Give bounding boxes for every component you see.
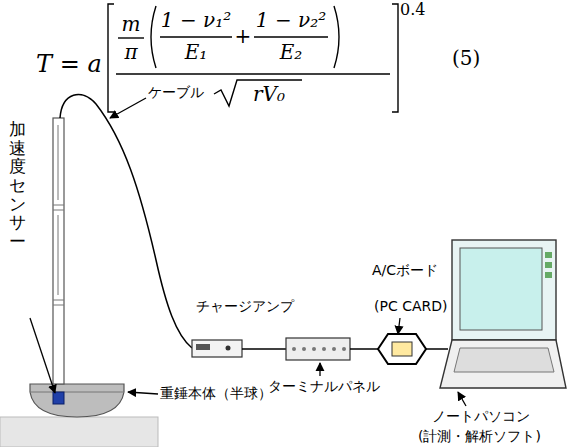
pc-card — [378, 334, 426, 364]
formula-term: E₂ — [280, 40, 303, 64]
cable — [60, 95, 192, 348]
formula-term: rV₀ — [253, 82, 285, 106]
part-label: チャージアンプ — [196, 298, 294, 315]
formula-term: 1 − ν₂² — [256, 8, 326, 32]
part-label: (PC CARD) — [374, 298, 447, 315]
floor-slab — [0, 417, 158, 447]
part-label: (計測・解析ソフト) — [418, 428, 541, 445]
part-label: ノートパソコン — [432, 408, 530, 425]
part-label: 重錘本体（半球） — [160, 385, 272, 402]
charge-amp — [192, 340, 242, 357]
formula-term: 1 − ν₁² — [161, 8, 231, 32]
formula-term: m — [122, 12, 141, 36]
terminal-panel — [286, 338, 350, 360]
accelerometer — [53, 392, 64, 404]
hammer-hemisphere — [30, 384, 124, 417]
part-label: ケーブル — [148, 84, 204, 101]
part-label: A/Cボード — [372, 262, 438, 279]
formula-operator: + — [235, 24, 252, 48]
equation-number: (5) — [452, 46, 480, 70]
formula-strokes — [108, 4, 398, 112]
part-label: ターミナルパネル — [268, 378, 380, 395]
formula-term: T = a — [36, 50, 102, 79]
formula-term: E₁ — [185, 40, 208, 64]
leader-arrows — [30, 98, 466, 406]
laptop — [440, 240, 566, 388]
formula-term: π — [124, 40, 137, 64]
exponent: 0.4 — [400, 0, 425, 19]
sensor-rod — [53, 118, 64, 384]
part-label: 加速度センサー — [9, 120, 26, 251]
